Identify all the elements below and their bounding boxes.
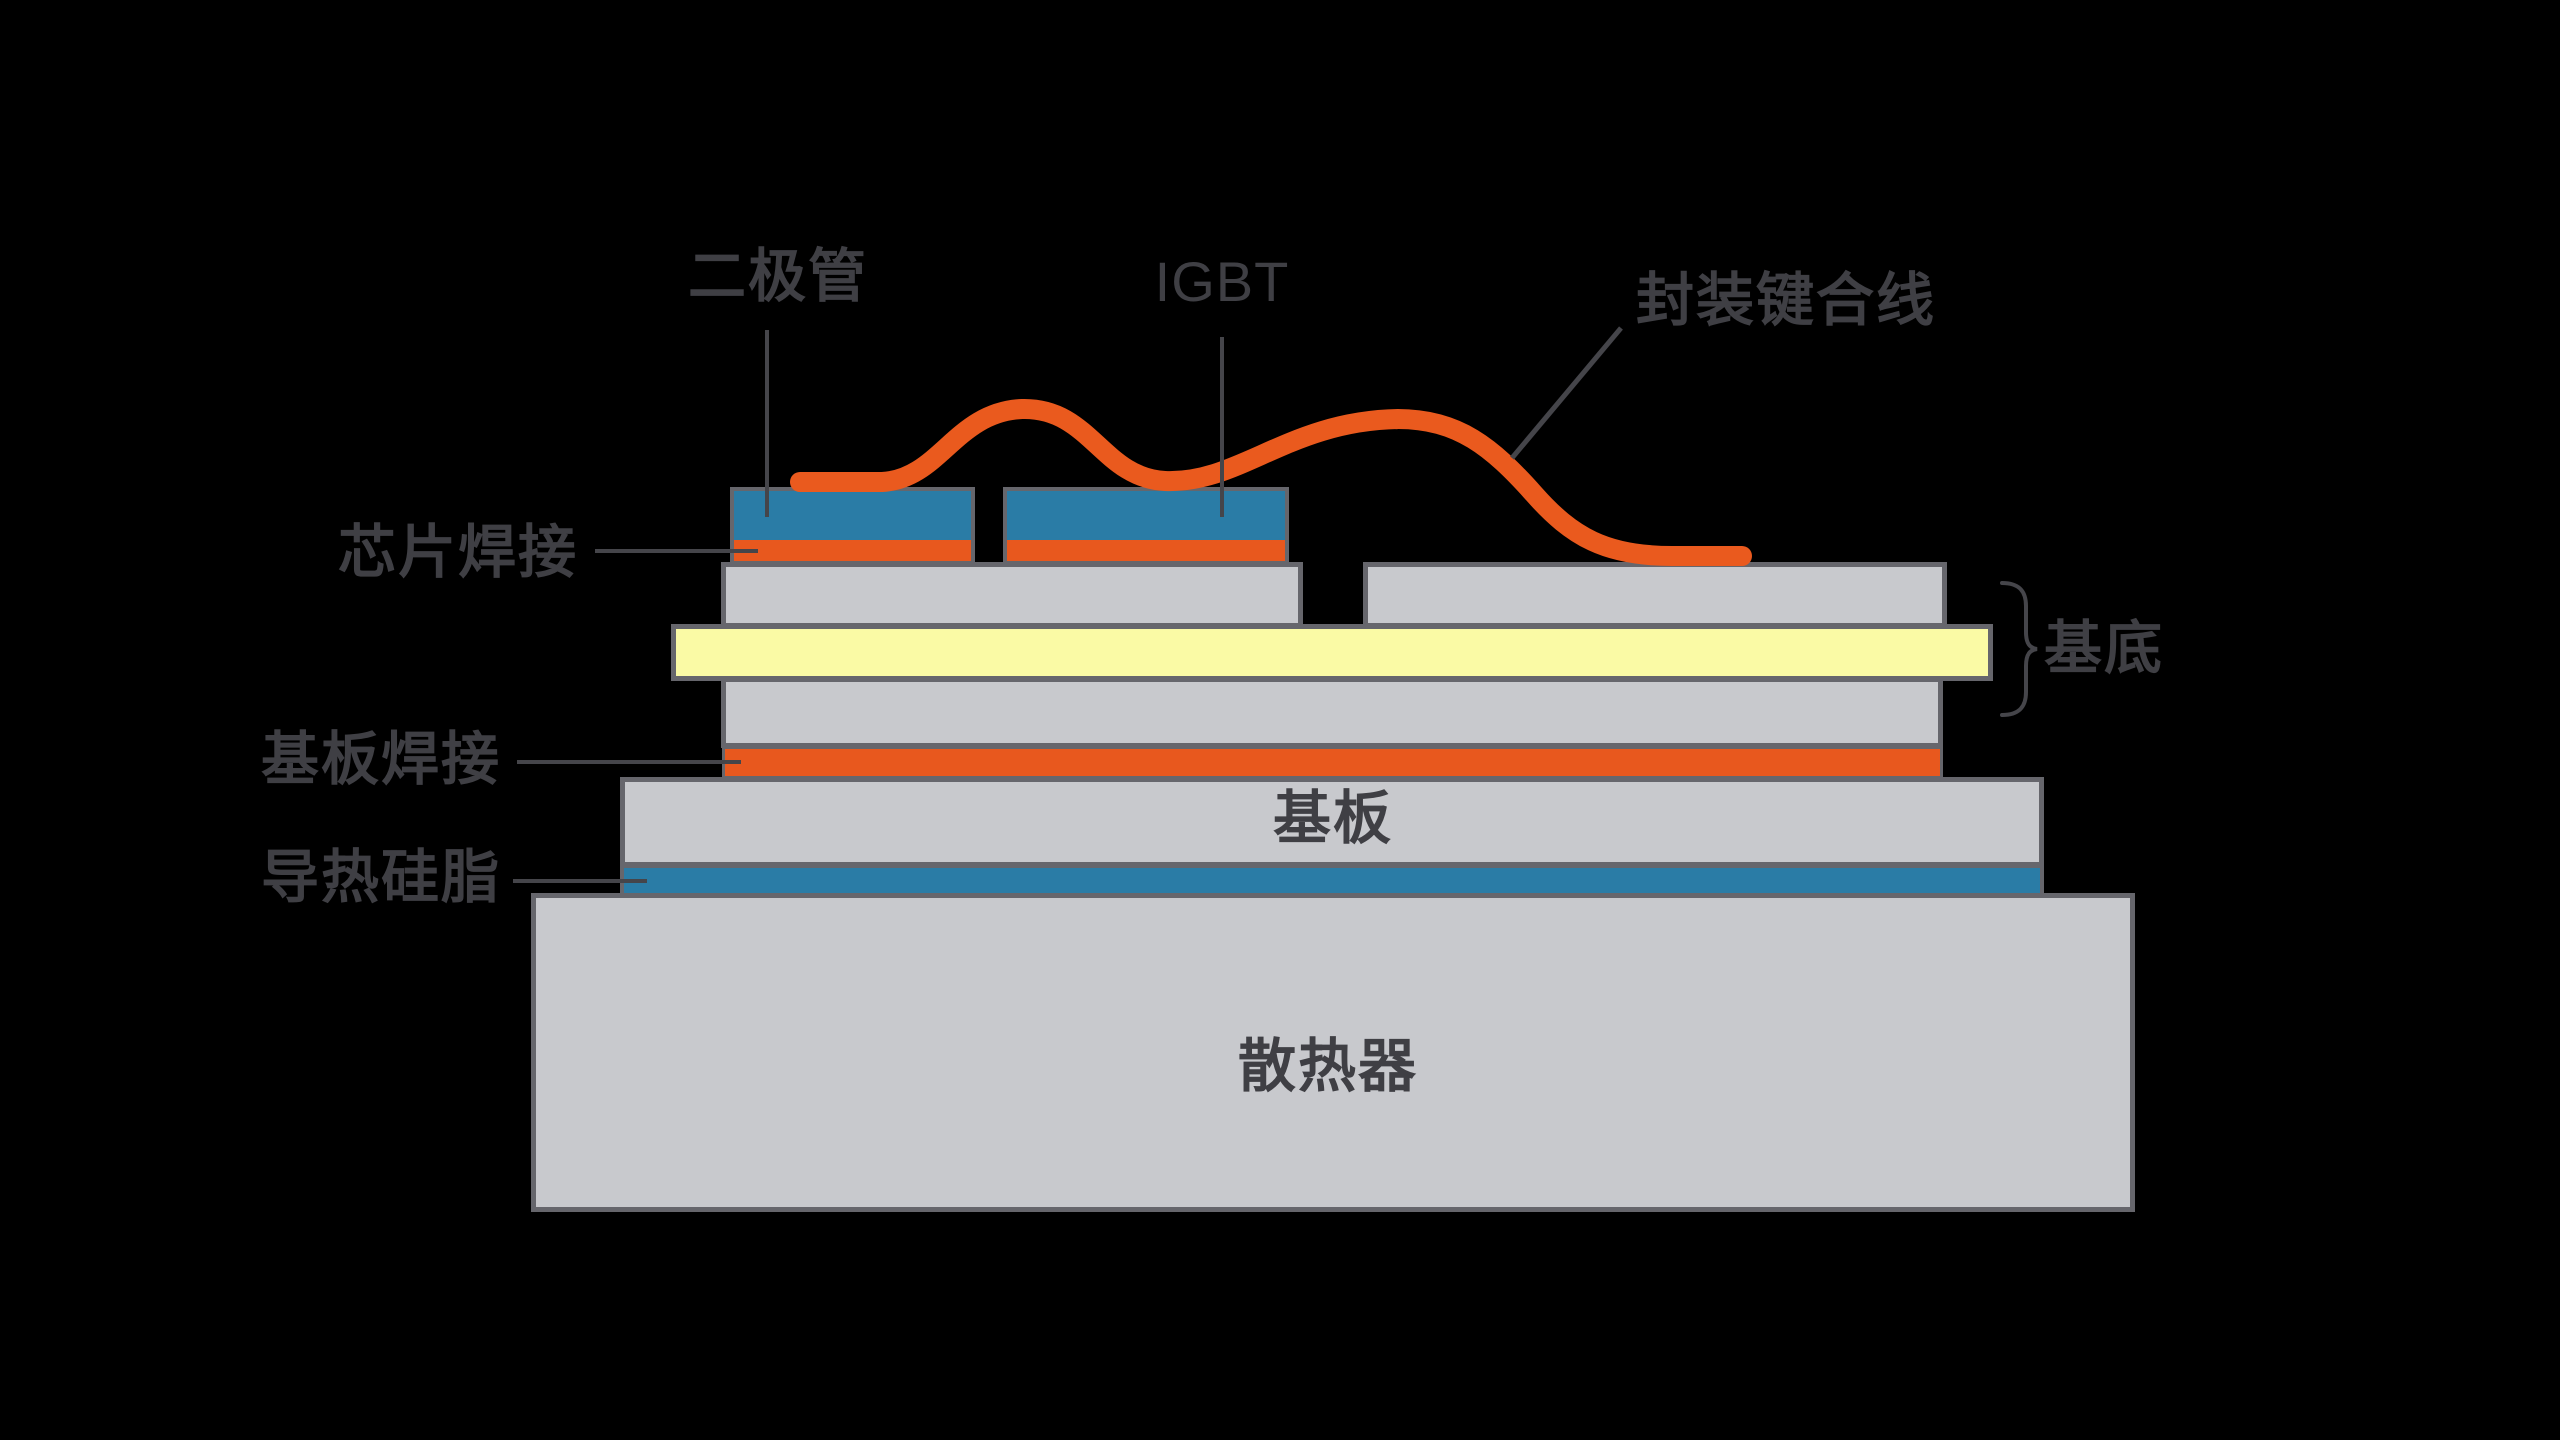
label-chip-solder: 芯片焊接 — [338, 520, 579, 585]
label-substrate: 基底 — [2044, 616, 2165, 681]
label-baseplate: 基板 — [1272, 786, 1394, 851]
thermal-grease-layer — [620, 864, 2044, 897]
substrate-brace — [2000, 581, 2038, 717]
diode-die — [734, 491, 971, 540]
igbt-chip — [1003, 487, 1289, 565]
igbt-solder — [1007, 540, 1285, 561]
label-igbt: IGBT — [1154, 250, 1290, 313]
label-thermal-grease: 导热硅脂 — [261, 845, 502, 910]
ceramic-substrate-layer — [671, 624, 1993, 681]
label-baseplate-solder: 基板焊接 — [261, 727, 502, 792]
label-bond-wire: 封装键合线 — [1636, 268, 1937, 333]
igbt-die — [1007, 491, 1285, 540]
baseplate-layer — [620, 777, 2044, 867]
label-diode: 二极管 — [687, 244, 869, 309]
diode-solder — [734, 540, 971, 561]
upper-copper-left-block — [721, 562, 1303, 628]
label-heatsink: 散热器 — [1238, 1034, 1419, 1099]
bond-wire — [790, 398, 1752, 566]
bond-wire-leader-line — [1510, 326, 1623, 460]
